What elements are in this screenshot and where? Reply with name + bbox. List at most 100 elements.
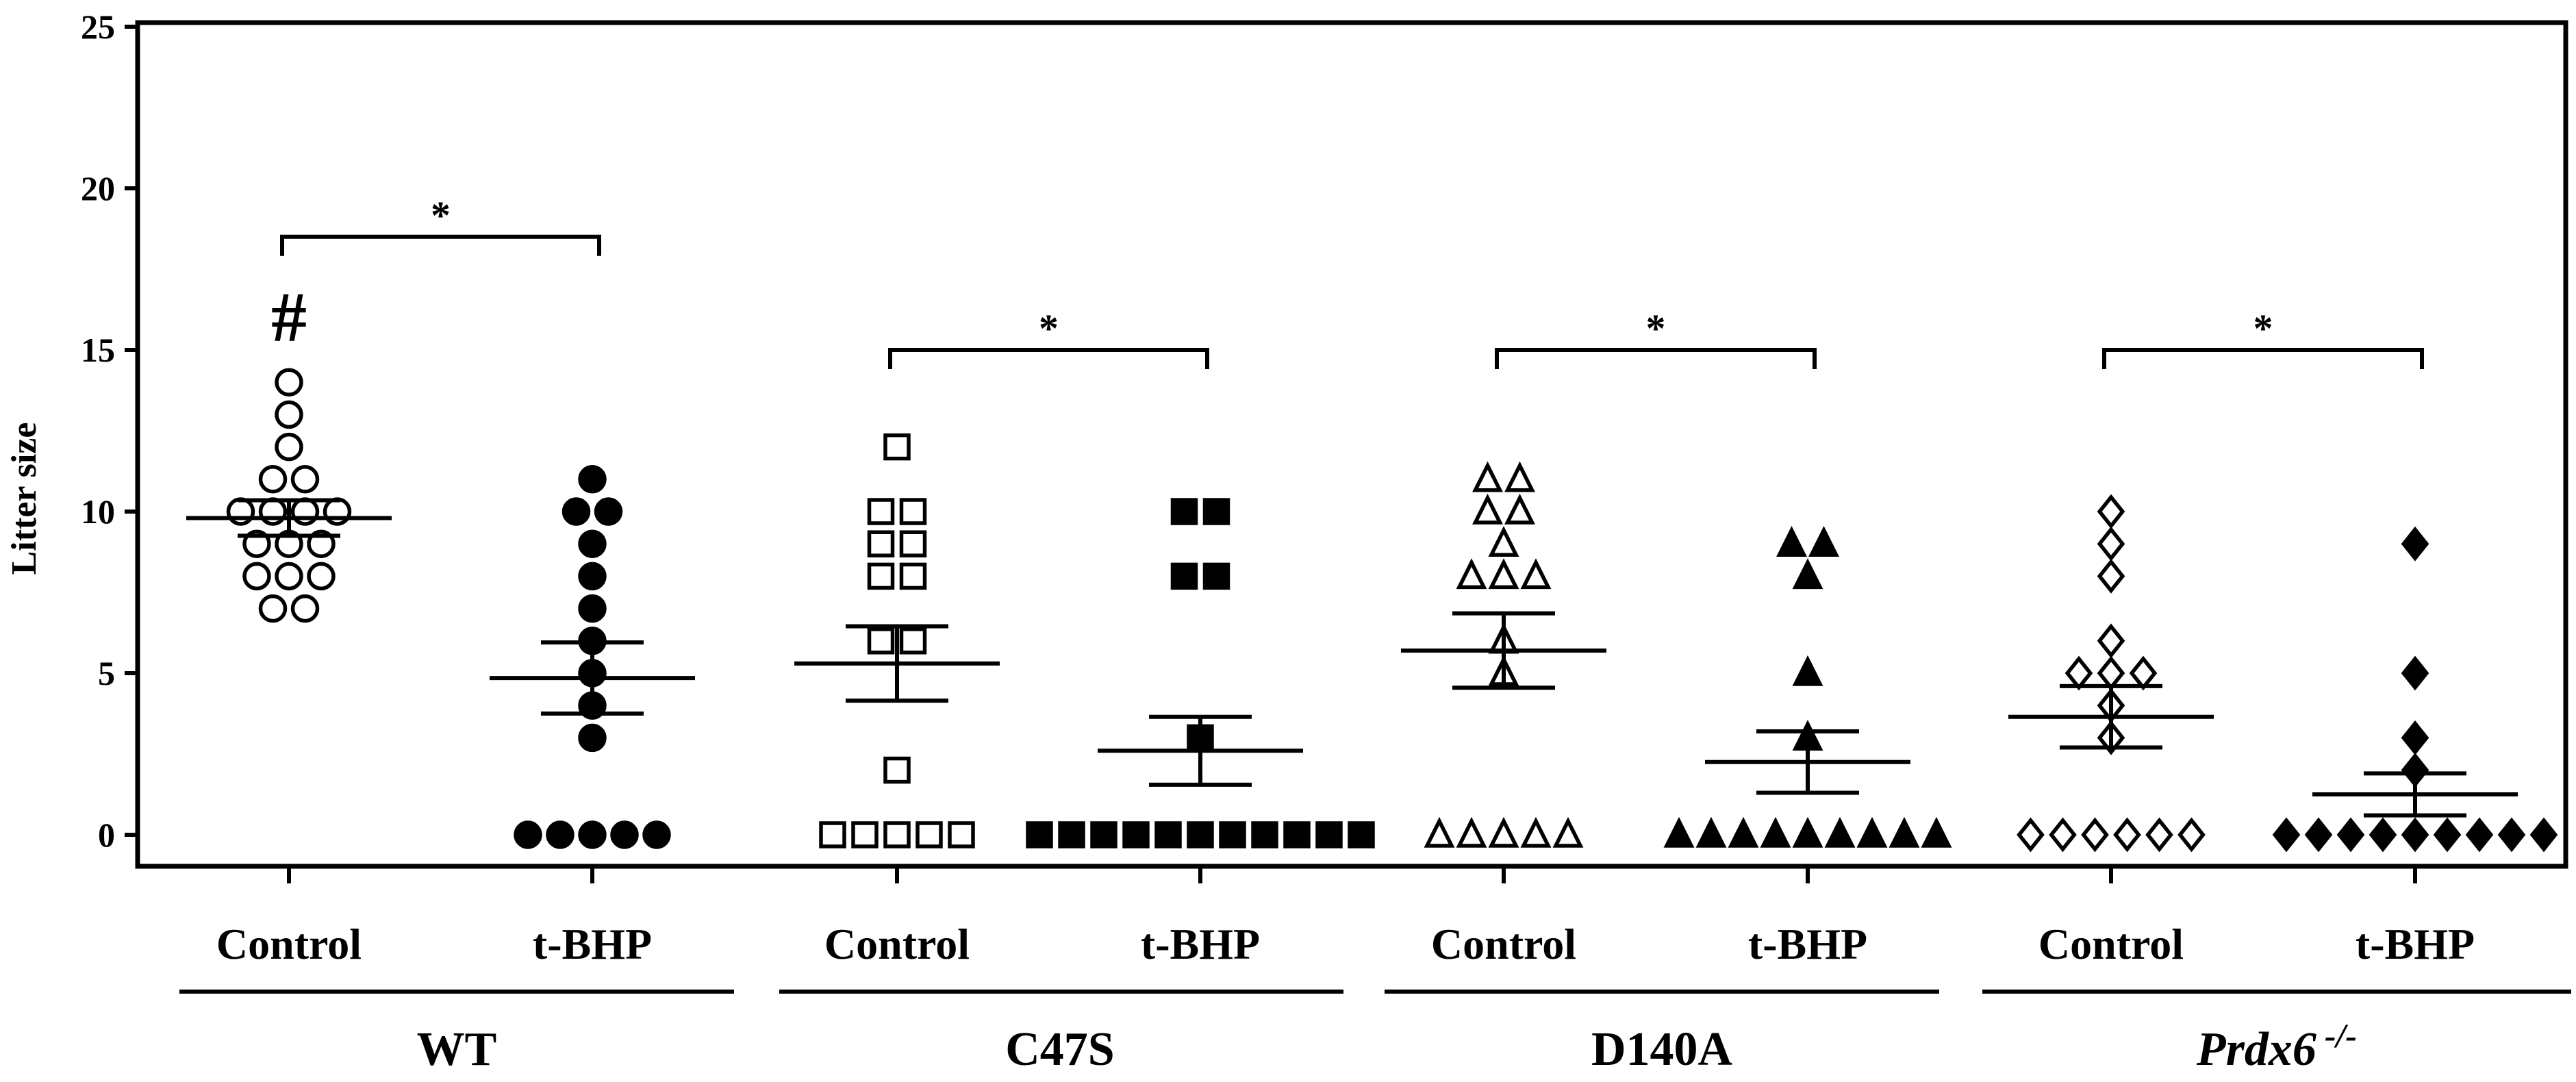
diamond-point	[2272, 817, 2301, 853]
significance-star: *	[1039, 306, 1059, 351]
circle-point	[578, 465, 607, 494]
triangle-point	[1472, 461, 1503, 492]
triangle-point	[1808, 526, 1839, 557]
diamond-point	[2129, 655, 2158, 691]
triangle-point	[1520, 816, 1552, 848]
circle-point	[578, 594, 607, 623]
diamond-point	[2433, 817, 2462, 853]
circle-point	[275, 400, 303, 429]
condition-label: t-BHP	[533, 920, 652, 968]
condition-c47s-control	[794, 433, 1000, 848]
triangle-point	[1472, 493, 1503, 525]
square-point	[1219, 821, 1246, 848]
y-tick-label: 15	[81, 331, 115, 369]
diamond-point	[2064, 655, 2093, 691]
square-point	[899, 627, 927, 655]
circle-point	[642, 820, 671, 849]
diamond-point	[2401, 817, 2429, 853]
circle-point	[578, 529, 607, 558]
square-point	[867, 627, 895, 655]
square-point	[1187, 821, 1214, 848]
group-label: C47S	[1005, 1023, 1114, 1076]
triangle-point	[1504, 461, 1535, 492]
square-point	[1026, 821, 1053, 848]
square-point	[867, 530, 895, 557]
condition-label: Control	[2038, 920, 2184, 968]
triangle-point	[1792, 655, 1823, 686]
annotations: #****	[271, 193, 2424, 369]
circle-point	[578, 562, 607, 591]
diamond-point	[2097, 623, 2125, 659]
significance-bracket	[280, 234, 601, 256]
circle-point	[275, 432, 303, 462]
circle-point	[323, 497, 352, 526]
square-point	[899, 530, 927, 557]
diamond-point	[2369, 817, 2397, 853]
square-point	[1170, 562, 1198, 590]
square-point	[1058, 821, 1085, 848]
group-label: WT	[417, 1023, 497, 1076]
square-point	[1283, 821, 1311, 848]
triangle-point	[1424, 816, 1455, 848]
circle-point	[578, 820, 607, 849]
diamond-point	[2465, 817, 2494, 853]
square-point	[867, 498, 895, 525]
significance-star: *	[431, 193, 451, 238]
triangle-point	[1552, 816, 1584, 848]
circle-point	[561, 497, 591, 526]
triangle-point	[1488, 816, 1519, 848]
square-point	[1090, 821, 1117, 848]
square-point	[1315, 821, 1343, 848]
circle-point	[290, 497, 320, 526]
circle-point	[307, 562, 336, 591]
diamond-point	[2401, 655, 2429, 691]
triangle-point	[1792, 816, 1823, 848]
plot-frame	[135, 20, 2568, 869]
circle-point	[275, 368, 303, 397]
square-point	[1202, 498, 1230, 525]
diamond-point	[2113, 817, 2141, 853]
circle-point	[258, 594, 288, 623]
diamond-point	[2401, 526, 2429, 562]
y-axis-label: Litter size	[5, 423, 44, 575]
significance-bracket	[888, 348, 1209, 369]
circle-point	[610, 820, 639, 849]
diamond-point	[2081, 817, 2109, 853]
triangle-point	[1792, 558, 1823, 590]
condition-label: Control	[824, 920, 970, 968]
triangle-point	[1520, 558, 1552, 590]
triangle-point	[1776, 526, 1807, 557]
condition-label: t-BHP	[2356, 920, 2475, 968]
triangle-point	[1728, 816, 1759, 848]
group-label: Prdx6-/-	[2196, 1016, 2357, 1076]
diamond-point	[2145, 817, 2173, 853]
diamond-point	[2097, 526, 2125, 562]
circle-point	[514, 820, 542, 849]
significance-star: *	[2253, 306, 2273, 351]
triangle-point	[1456, 816, 1487, 848]
square-point	[851, 821, 879, 848]
diamond-point	[2097, 494, 2125, 529]
square-point	[883, 821, 911, 848]
circle-point	[258, 497, 288, 526]
circle-point	[258, 465, 288, 494]
triangle-point	[1760, 816, 1791, 848]
triangle-point	[1663, 816, 1695, 848]
square-point	[916, 821, 943, 848]
significance-bracket	[1495, 348, 1817, 369]
condition-prdx6-t-bhp	[2272, 526, 2558, 853]
circle-point	[242, 562, 271, 591]
triangle-point	[1695, 816, 1727, 848]
circle-point	[226, 497, 255, 526]
circle-point	[275, 562, 303, 591]
square-point	[899, 498, 927, 525]
condition-d140a-t-bhp	[1663, 526, 1952, 848]
circle-point	[578, 723, 607, 753]
square-point	[1251, 821, 1278, 848]
triangle-point	[1488, 526, 1519, 557]
triangle-point	[1456, 558, 1487, 590]
triangle-point	[1824, 816, 1856, 848]
significance-bracket	[2102, 348, 2424, 369]
